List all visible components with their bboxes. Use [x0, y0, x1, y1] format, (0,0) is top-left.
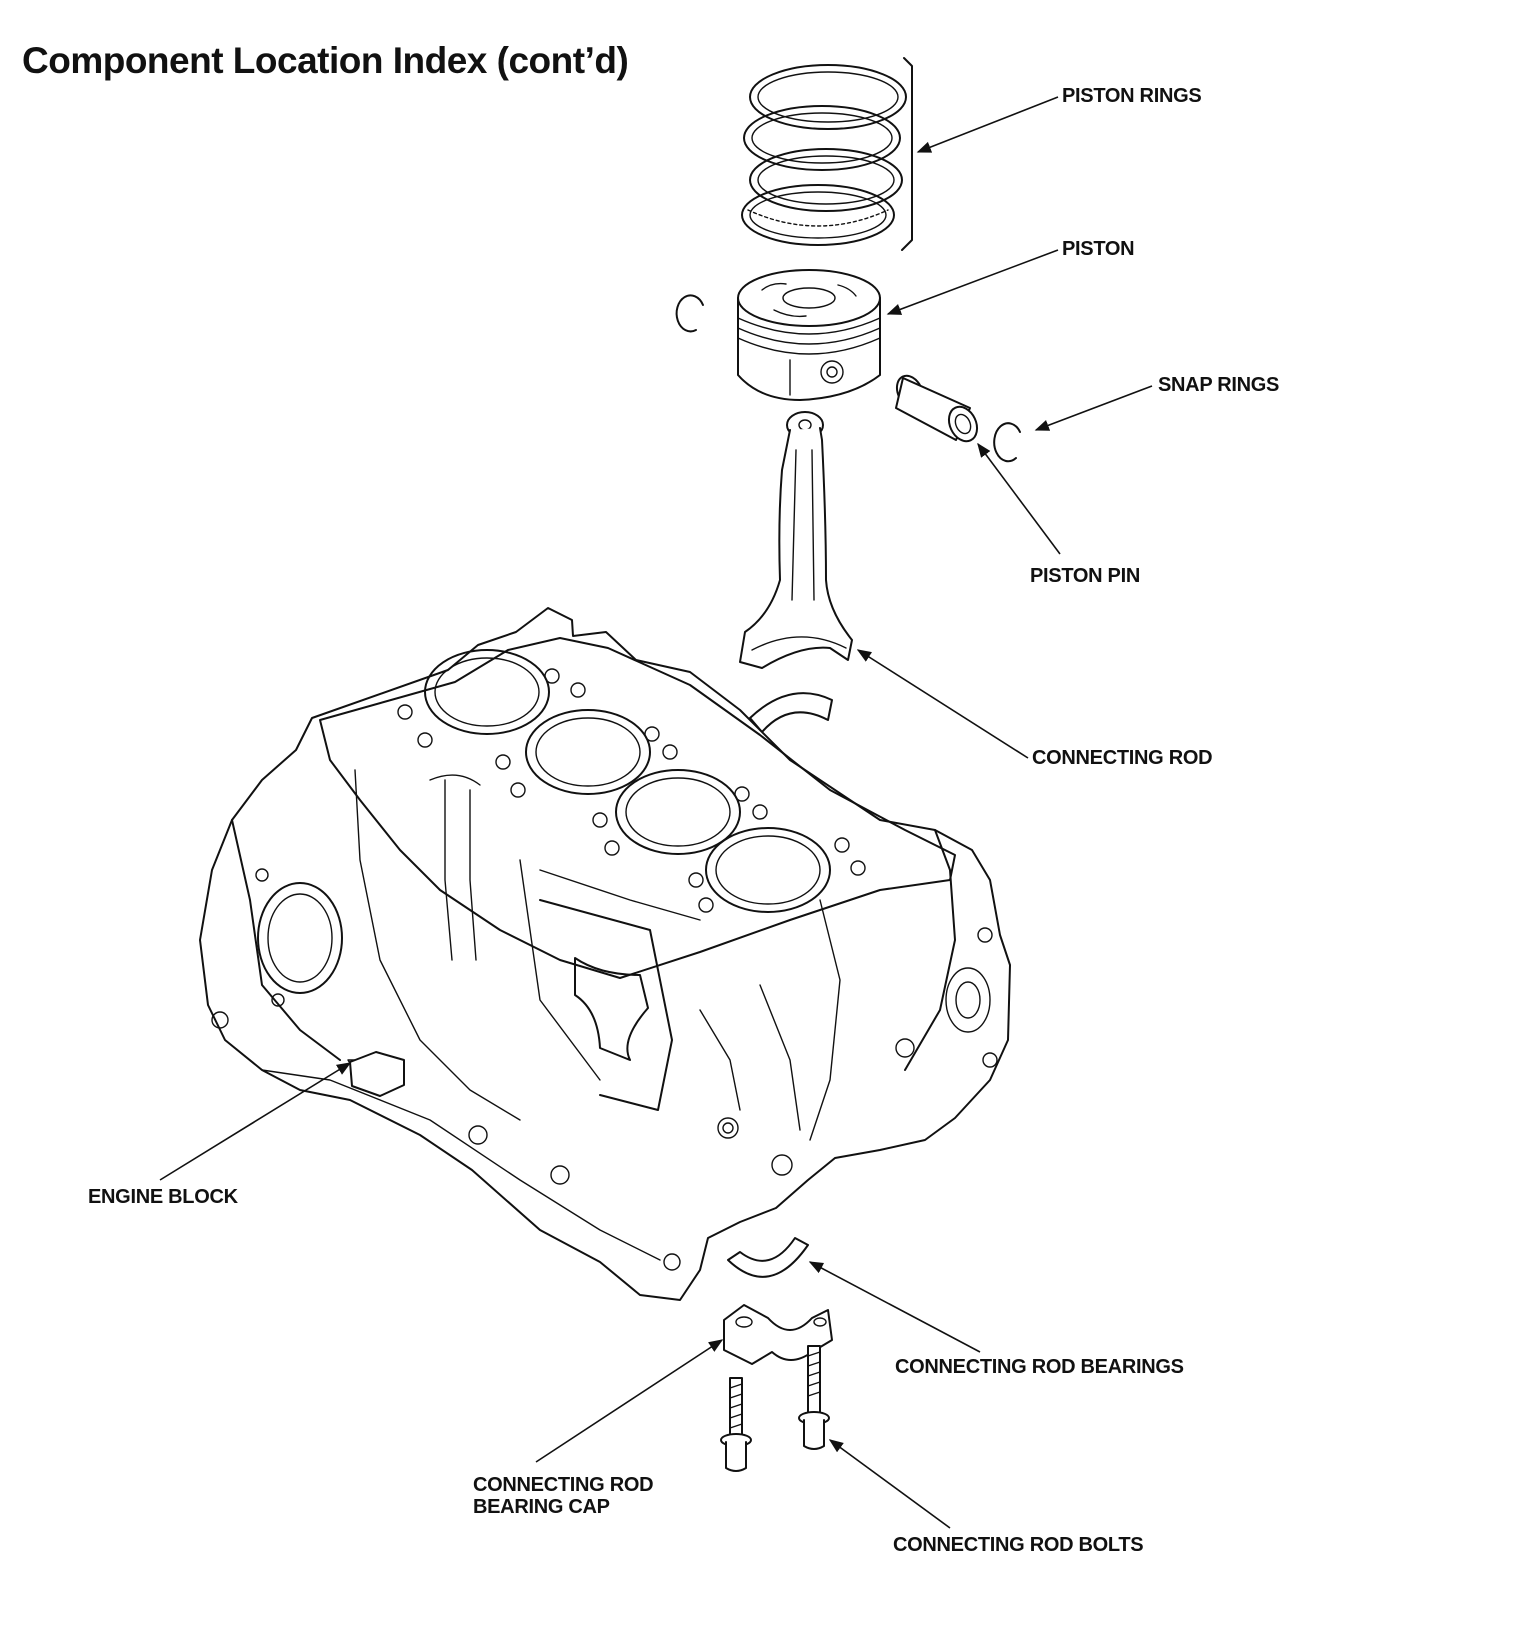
piston-pin: [895, 374, 979, 443]
leader-lines: [159, 96, 1153, 1529]
rod-bearing-lower: [727, 1237, 809, 1278]
connecting-rod-bolt-left: [720, 1377, 752, 1472]
label-bearing-cap-line2: BEARING CAP: [473, 1496, 610, 1518]
label-piston-pin: PISTON PIN: [1030, 565, 1140, 587]
connecting-rod: [739, 411, 853, 669]
page-title: Component Location Index (cont’d): [22, 40, 629, 81]
snap-ring-right: [993, 422, 1021, 463]
label-connecting-rod-bearing-cap: CONNECTING ROD BEARING CAP: [473, 1474, 654, 1518]
snap-ring-left: [675, 294, 704, 333]
label-bearing-cap-line1: CONNECTING ROD: [473, 1474, 654, 1496]
label-engine-block: ENGINE BLOCK: [88, 1186, 238, 1208]
rod-bearing-upper: [749, 692, 833, 733]
label-snap-rings: SNAP RINGS: [1158, 374, 1280, 396]
connecting-rod-bearing-cap: [723, 1304, 833, 1365]
connecting-rod-bolt-right: [798, 1345, 830, 1450]
piston: [737, 269, 881, 401]
label-connecting-rod: CONNECTING ROD: [1032, 747, 1213, 769]
label-connecting-rod-bolts: CONNECTING ROD BOLTS: [893, 1534, 1144, 1556]
label-piston: PISTON: [1062, 238, 1135, 260]
label-piston-rings: PISTON RINGS: [1062, 85, 1202, 107]
label-connecting-rod-bearings: CONNECTING ROD BEARINGS: [895, 1356, 1184, 1378]
engine-block: [199, 607, 1011, 1301]
piston-rings: [741, 57, 913, 251]
